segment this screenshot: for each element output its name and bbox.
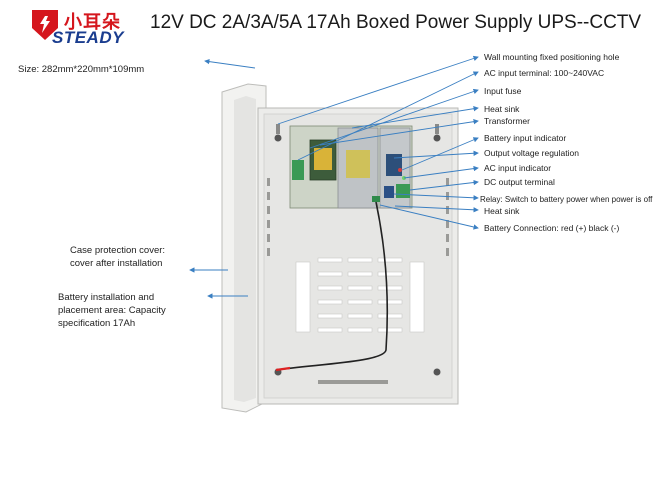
cover-label-line1: Case protection cover: — [70, 245, 166, 256]
page-title: 12V DC 2A/3A/5A 17Ah Boxed Power Supply … — [150, 12, 642, 33]
battery-label-line3: specification 17Ah — [58, 318, 136, 329]
ac-input-terminal — [292, 160, 304, 180]
label-heat-sink-top: Heat sink — [484, 104, 520, 114]
dc-output-terminal — [396, 184, 410, 198]
relay — [384, 186, 394, 198]
battery-label-line2: placement area: Capacity — [58, 305, 166, 316]
leader-lines — [189, 55, 479, 299]
label-ac-input-terminal: AC input terminal: 100~240VAC — [484, 68, 605, 78]
battery-label-line1: Battery installation and — [58, 292, 155, 303]
size-label: Size: 282mm*220mm*109mm — [18, 64, 145, 75]
mounting-hole-icon — [274, 124, 441, 376]
brand-name-en: STEADY — [52, 28, 124, 47]
label-transformer: Transformer — [484, 116, 530, 126]
label-battery-connection: Battery Connection: red (+) black (-) — [484, 223, 620, 233]
label-dc-output-terminal: DC output terminal — [484, 177, 555, 187]
label-relay: Relay: Switch to battery power when powe… — [480, 195, 653, 204]
brand-logo: 小耳朵 STEADY — [30, 8, 140, 47]
label-protection-cover: Case protection cover: cover after insta… — [70, 244, 165, 270]
steady-shield-icon — [32, 10, 58, 40]
label-battery-input-indicator: Battery input indicator — [484, 133, 567, 143]
label-heat-sink-bottom: Heat sink — [484, 206, 520, 216]
label-wall-mounting-hole: Wall mounting fixed positioning hole — [484, 52, 620, 62]
side-vents — [267, 178, 449, 256]
label-battery-area: Battery installation and placement area:… — [58, 291, 166, 330]
cover-label-line2: cover after installation — [70, 258, 163, 269]
brand-name-cn: 小耳朵 — [64, 12, 121, 33]
label-input-fuse: Input fuse — [484, 86, 522, 96]
battery-cable — [275, 201, 389, 371]
label-output-voltage-regulation: Output voltage regulation — [484, 148, 579, 158]
battery-area-vents — [295, 257, 425, 333]
bottom-vents — [318, 380, 388, 384]
label-ac-input-indicator: AC input indicator — [484, 163, 552, 173]
